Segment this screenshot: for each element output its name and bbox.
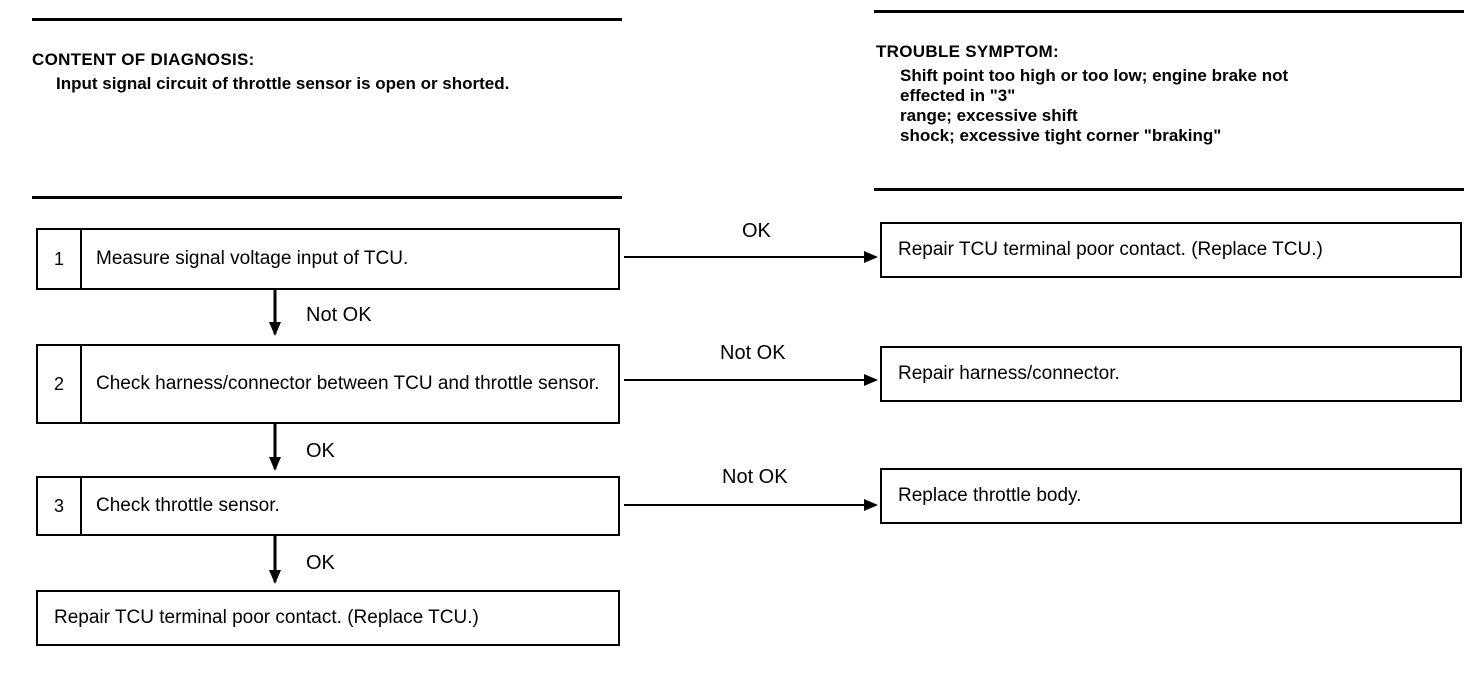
side-label-2: Not OK	[720, 342, 786, 364]
top-right-rule	[874, 10, 1464, 13]
trouble-symptom-line: range; excessive shift	[900, 106, 1078, 125]
trouble-symptom-line: Shift point too high or too low; engine …	[900, 66, 1289, 85]
side-label-3: Not OK	[722, 466, 788, 488]
step-box-2: 2 Check harness/connector between TCU an…	[36, 344, 620, 424]
step-box-3: 3 Check throttle sensor.	[36, 476, 620, 536]
trouble-symptom-text: Shift point too high or too low; engine …	[900, 66, 1460, 146]
step-text: Check throttle sensor.	[96, 495, 280, 516]
step-number: 2	[38, 346, 82, 422]
trouble-symptom-line: shock; excessive tight corner "braking"	[900, 126, 1222, 145]
side-result-box-3: Replace throttle body.	[880, 468, 1462, 524]
trouble-symptom-line: effected in "3"	[900, 86, 1016, 105]
step-number: 1	[38, 230, 82, 288]
final-result-box: Repair TCU terminal poor contact. (Repla…	[36, 590, 620, 646]
down-label-2: OK	[306, 440, 335, 462]
side-result-box-1: Repair TCU terminal poor contact. (Repla…	[880, 222, 1462, 278]
step-text: Check harness/connector between TCU and …	[96, 373, 600, 394]
side-result-box-2: Repair harness/connector.	[880, 346, 1462, 402]
top-left-rule	[32, 18, 622, 21]
bottom-right-rule	[874, 188, 1464, 191]
down-label-1: Not OK	[306, 304, 372, 326]
step-number: 3	[38, 478, 82, 534]
bottom-left-rule	[32, 196, 622, 199]
step-box-1: 1 Measure signal voltage input of TCU.	[36, 228, 620, 290]
step-text: Measure signal voltage input of TCU.	[96, 248, 409, 269]
side-label-1: OK	[742, 220, 771, 242]
down-label-3: OK	[306, 552, 335, 574]
content-of-diagnosis-text: Input signal circuit of throttle sensor …	[56, 74, 510, 93]
content-of-diagnosis-heading: CONTENT OF DIAGNOSIS:	[32, 50, 255, 69]
trouble-symptom-heading: TROUBLE SYMPTOM:	[876, 42, 1059, 61]
